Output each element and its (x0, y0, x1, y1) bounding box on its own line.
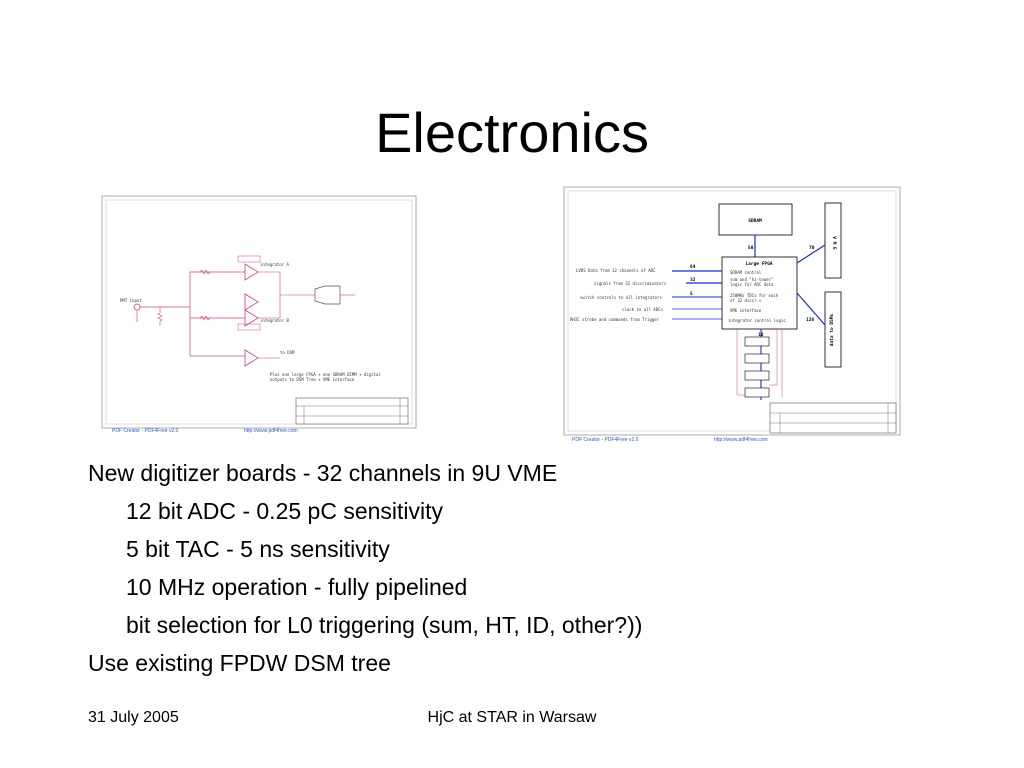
data-to-dsms-label: data to DSMs (829, 313, 835, 346)
svg-text:VME interface: VME interface (730, 308, 762, 313)
bus-128-label: 128 (806, 317, 814, 323)
svg-text:outputs to DSM Tree + VME inte: outputs to DSM Tree + VME interface (270, 377, 355, 382)
svg-text:PMT input: PMT input (120, 298, 142, 303)
pdf-creator-credit: PDF Creator - PDF4Free v2.0 (572, 437, 639, 443)
bullet-item: 12 bit ADC - 0.25 pC sensitivity (126, 498, 444, 524)
svg-text:RHIC strobe and commands from: RHIC strobe and commands from Trigger (570, 317, 660, 322)
svg-text:250MHz TDCs for each: 250MHz TDCs for each (730, 293, 779, 298)
svg-text:switch controls to all integra: switch controls to all integrators (580, 295, 662, 300)
svg-text:integrator B: integrator B (260, 318, 289, 323)
svg-text:of 32 discr.s: of 32 discr.s (730, 298, 762, 303)
bullet-list: New digitizer boards - 32 channels in 9U… (88, 454, 988, 682)
pdf4free-url[interactable]: http://www.pdf4free.com (714, 437, 768, 443)
pdf4free-url[interactable]: http://www.pdf4free.com (244, 428, 298, 434)
dsm-output-block (824, 291, 842, 368)
integrator-schematic-drawing: integrator A integrator B to DSM PMT inp… (101, 195, 417, 429)
bullet-item: Use existing FPDW DSM tree (88, 650, 391, 676)
bus-10-label: 10 (758, 332, 764, 338)
svg-text:clock to all ADCs: clock to all ADCs (622, 307, 664, 312)
svg-text:sum and "hi-tower": sum and "hi-tower" (730, 277, 773, 282)
bullet-item: 5 bit TAC - 5 ns sensitivity (126, 536, 390, 562)
slide-title: Electronics (375, 101, 649, 164)
vme-block (824, 202, 842, 279)
svg-text:to DSM: to DSM (280, 350, 295, 355)
bus-5-label: 5 (690, 291, 693, 297)
bullet-item: 10 MHz operation - fully pipelined (126, 574, 468, 600)
svg-text:integrator A: integrator A (260, 262, 289, 267)
sdram-label: SDRAM (748, 218, 762, 224)
bus-50-label: 50 (748, 245, 754, 251)
svg-text:signals from 32 discriminators: signals from 32 discriminators (594, 281, 667, 286)
integrator-schematic-figure: integrator A integrator B to DSM PMT inp… (100, 194, 418, 436)
fpga-block (721, 256, 798, 330)
svg-text:integrator control logic: integrator control logic (728, 318, 786, 323)
fpga-block-diagram-figure: SDRAM 50 Large FPGA SDRAM control sum an… (562, 185, 902, 445)
bus-70-label: 70 (809, 245, 815, 251)
bus-32-label: 32 (690, 277, 696, 283)
sdram-block (718, 203, 793, 236)
fpga-block-diagram-drawing: SDRAM 50 Large FPGA SDRAM control sum an… (563, 186, 901, 436)
bullet-item: bit selection for L0 triggering (sum, HT… (126, 612, 643, 638)
svg-text:SDRAM control: SDRAM control (730, 270, 762, 275)
svg-text:LVDS Data from 32 channels of: LVDS Data from 32 channels of ADC (576, 268, 656, 273)
svg-text:logic for ADC data: logic for ADC data (730, 282, 774, 287)
footer-date: 31 July 2005 (88, 709, 179, 726)
vme-label: V M E (831, 236, 837, 250)
bus-64-label: 64 (690, 264, 696, 270)
bullet-item: New digitizer boards - 32 channels in 9U… (88, 460, 558, 486)
fpga-label: Large FPGA (745, 261, 772, 267)
pdf-creator-credit: PDF Creator - PDF4Free v2.0 (112, 428, 179, 434)
footer-title: HjC at STAR in Warsaw (427, 709, 597, 726)
svg-text:Plus one large FPGA + one SDRA: Plus one large FPGA + one SDRAM DIMM + d… (270, 372, 381, 377)
